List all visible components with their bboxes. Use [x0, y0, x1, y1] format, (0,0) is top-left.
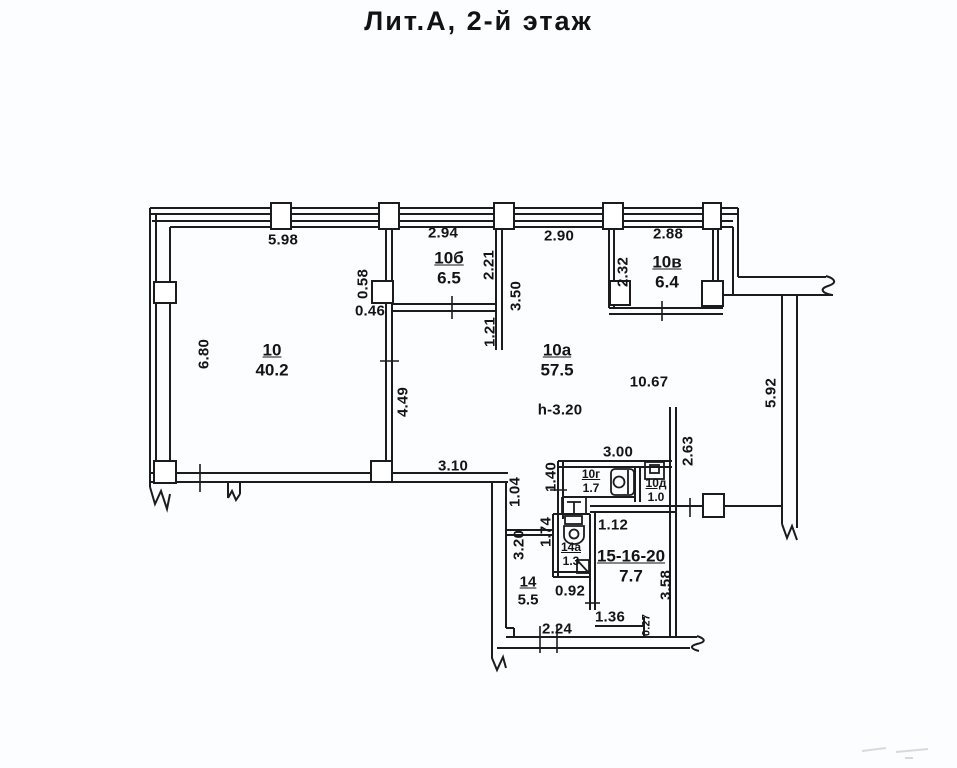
- wall-break: [149, 486, 171, 513]
- wall-break: [691, 635, 705, 652]
- wall-break: [491, 648, 507, 673]
- dimension-label: 1.04: [506, 477, 524, 507]
- dimension-label: h-3.20: [537, 401, 583, 419]
- dimension-label: 0.46: [355, 302, 385, 320]
- toilet-icon: [610, 468, 635, 496]
- dimension-label: 3.00: [603, 443, 633, 461]
- dimension-label: 3.58: [657, 570, 675, 600]
- room-number: 10а: [542, 340, 572, 360]
- room-number: 10: [262, 340, 282, 360]
- dimension-label: 2.94: [428, 224, 458, 242]
- corner-sink-icon: [576, 559, 590, 574]
- columns: [153, 202, 725, 518]
- room-area: 6.4: [655, 272, 679, 292]
- dimension-label: 3.50: [507, 281, 525, 311]
- room-area: 1.0: [647, 490, 665, 504]
- fixtures: [561, 461, 665, 574]
- toilet-icon: [563, 515, 585, 545]
- room-area: 1.3: [562, 554, 580, 568]
- room-number: 10д: [645, 476, 667, 490]
- dimension-label: 4.49: [394, 387, 412, 417]
- dimension-label: 1.36: [595, 608, 625, 626]
- dimension-label: 0.27: [640, 613, 653, 637]
- room-area: 57.5: [540, 360, 574, 380]
- dimension-label: 5.98: [268, 231, 298, 249]
- dimension-label: 1.40: [542, 462, 560, 492]
- room-number: 10г: [581, 467, 601, 481]
- window-band: [150, 207, 738, 228]
- room-area: 1.7: [582, 481, 600, 495]
- scan-artifact: [861, 747, 929, 759]
- wall-break: [227, 488, 241, 503]
- dimension-label: 1.74: [537, 517, 555, 547]
- room-number: 15-16-20: [596, 546, 666, 566]
- dimension-label: 0.58: [354, 269, 372, 299]
- room-area: 40.2: [255, 360, 289, 380]
- wall-break: [781, 523, 798, 541]
- dimension-label: 2.88: [653, 225, 683, 243]
- dimension-label: 2.90: [544, 227, 574, 245]
- washbasin-icon: [561, 497, 587, 515]
- dimension-label: 2.24: [542, 620, 572, 638]
- dimension-label: 2.32: [614, 257, 632, 287]
- dimension-label: 5.92: [762, 378, 780, 408]
- dimension-label: 0.92: [555, 582, 585, 600]
- dimension-label: 10.67: [629, 373, 669, 391]
- dimension-label: 2.63: [679, 436, 697, 466]
- room-area: 6.5: [437, 268, 461, 288]
- room-number: 10б: [434, 248, 464, 268]
- door-ticks: [199, 296, 691, 653]
- room-number: 10в: [652, 252, 682, 272]
- room-area: 7.7: [619, 566, 643, 586]
- room-area: 5.5: [517, 591, 539, 609]
- room-number: 14: [519, 573, 537, 591]
- dimension-label: 3.10: [438, 457, 468, 475]
- dimension-label: 3.20: [510, 530, 528, 560]
- dimension-label: 1.12: [598, 516, 628, 534]
- dimension-label: 1.21: [481, 317, 499, 347]
- wall-break: [821, 275, 836, 296]
- sink-icon: [644, 461, 665, 480]
- dimension-label: 6.80: [195, 339, 213, 369]
- dimension-label: 2.21: [480, 250, 498, 280]
- page-title: Лит.А, 2-й этаж: [364, 6, 593, 36]
- exterior-walls: [149, 208, 836, 541]
- room-number: 14а: [560, 540, 582, 554]
